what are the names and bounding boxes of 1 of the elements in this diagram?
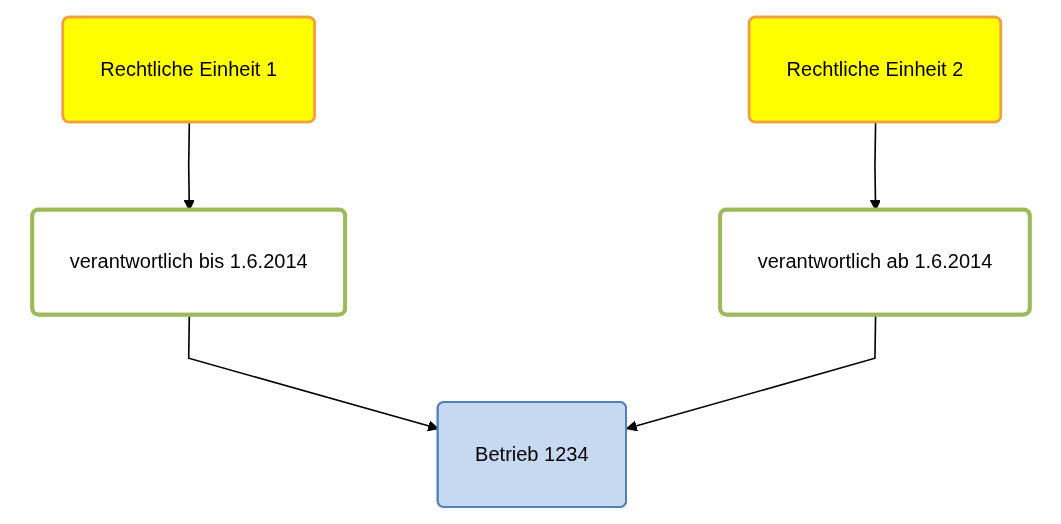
arrow [625, 314, 876, 432]
